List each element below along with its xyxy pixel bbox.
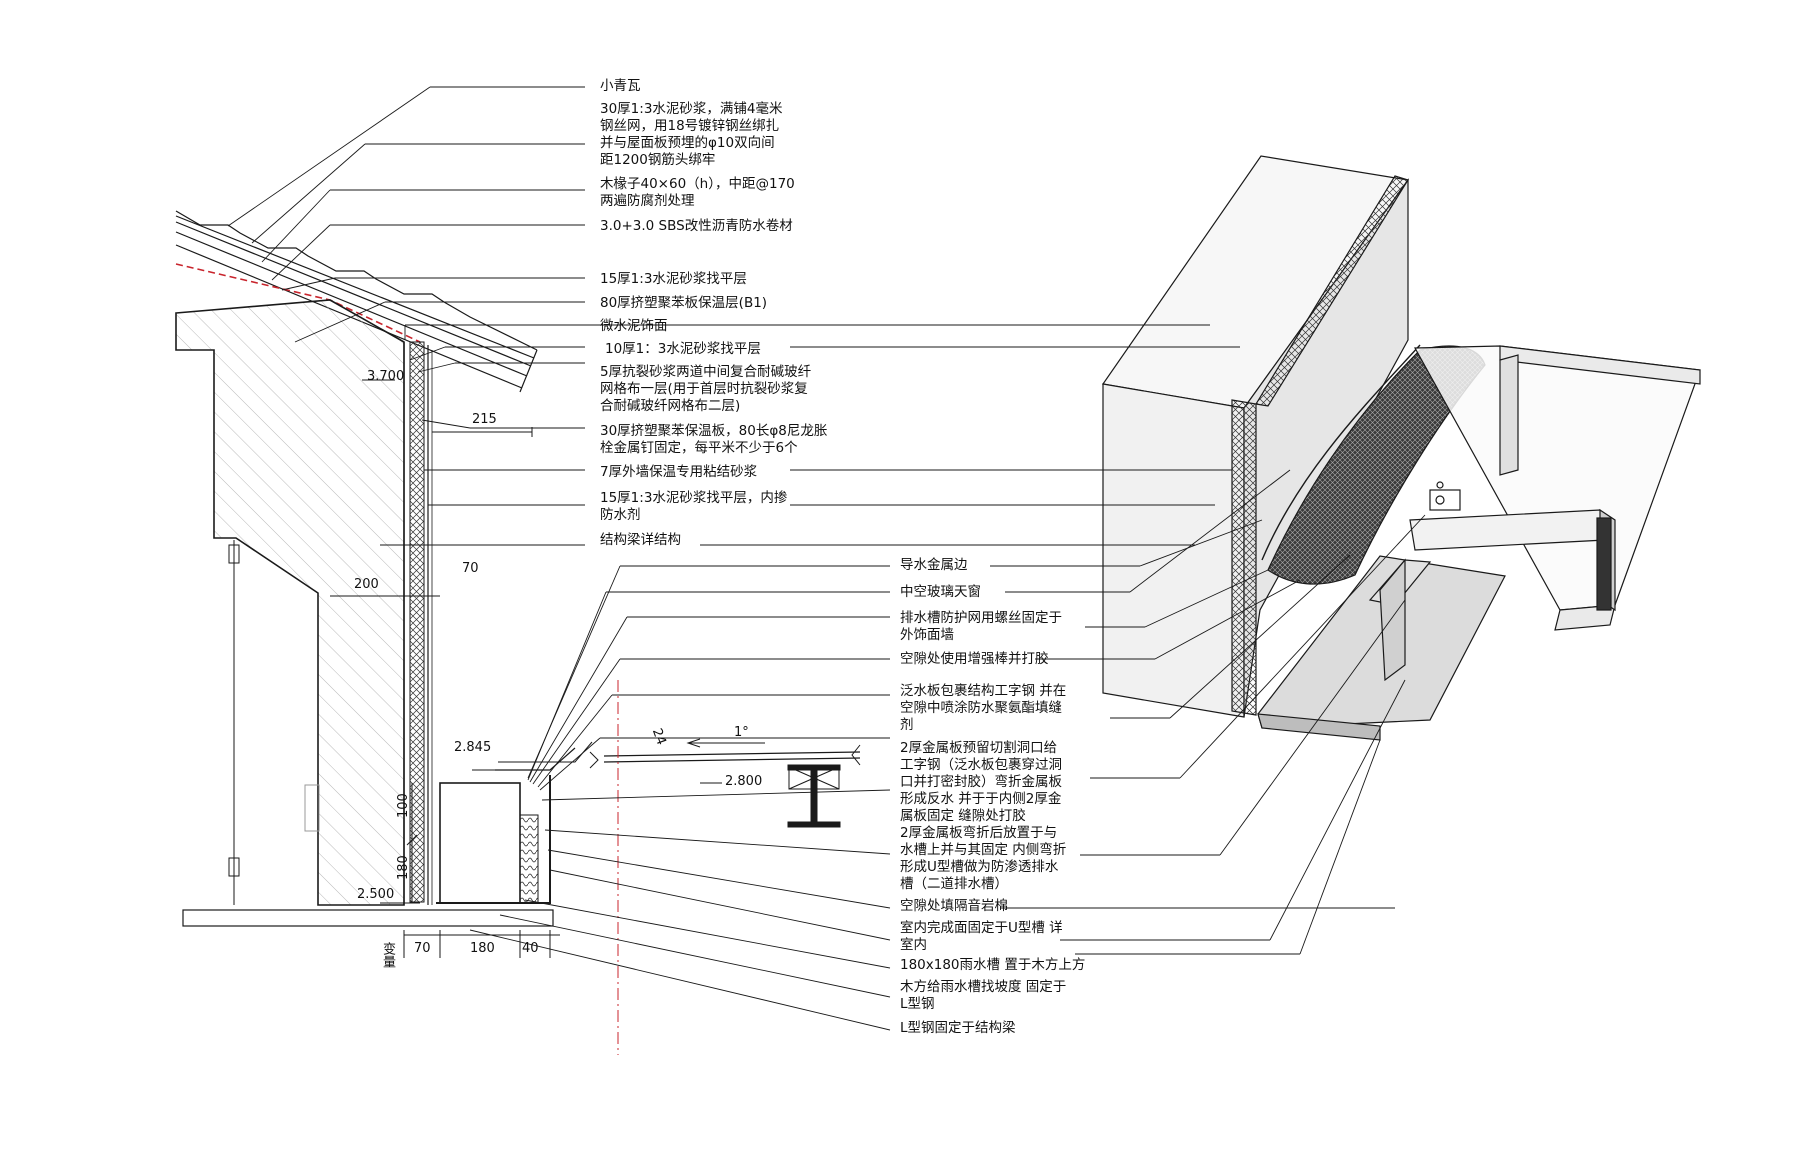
note-leveling-15: 15厚1:3水泥砂浆找平层: [600, 271, 747, 287]
note-micro-cement: 微水泥饰面: [600, 318, 668, 334]
note-cement-mortar-30: 30厚1:3水泥砂浆，满铺4毫米钢丝网，用18号镀锌钢丝绑扎并与屋面板预埋的φ1…: [600, 101, 783, 168]
slope-1-degree: 1°: [734, 725, 749, 740]
floor-slab: [182, 909, 554, 927]
note-insulated-skylight: 中空玻璃天窗: [900, 584, 981, 600]
elevation-2800: 2.800: [725, 774, 763, 789]
elevation-2500: 2.500: [357, 887, 395, 902]
note-gutter-guard: 排水槽防护网用螺丝固定于外饰面墙: [900, 610, 1062, 643]
i-beam-section: [787, 764, 841, 828]
dimension-100: 100: [396, 793, 411, 818]
bottom-variable: 变量: [380, 942, 395, 968]
note-waterproof-leveling: 15厚1:3水泥砂浆找平层，内掺防水剂: [600, 490, 788, 523]
dimension-70-upper: 70: [462, 561, 479, 576]
note-anti-crack-mortar: 5厚抗裂砂浆两道中间复合耐碱玻纤网格布一层(用于首层时抗裂砂浆复合耐碱玻纤网格布…: [600, 364, 812, 414]
iso-leader-lines-left: [555, 324, 1240, 546]
note-leveling-10: 10厚1：3水泥砂浆找平层: [605, 341, 761, 357]
elevation-3700: 3.700: [367, 369, 405, 384]
bottom-dimension-70: 70: [414, 941, 431, 956]
skylight-panel: [1413, 345, 1701, 611]
note-drip-edge: 导水金属边: [900, 557, 968, 573]
note-xps-board-30: 30厚挤塑聚苯保温板，80长φ8尼龙胀栓金属钉固定，每平米不少于6个: [600, 423, 828, 456]
note-xps-insulation-80: 80厚挤塑聚苯板保温层(B1): [600, 295, 768, 311]
note-rain-gutter: 180x180雨水槽 置于木方上方: [900, 957, 1086, 973]
right-leader-lines: [469, 565, 891, 1031]
section-drawing: [175, 210, 861, 1055]
note-l-steel: L型钢固定于结构梁: [900, 1020, 1016, 1036]
bottom-dimension-180: 180: [470, 941, 495, 956]
rain-gutter: [439, 782, 521, 904]
isometric-view: [1101, 155, 1701, 741]
note-small-tile: 小青瓦: [600, 78, 641, 94]
note-u-channel: 2厚金属板弯折后放置于与水槽上并与其固定 内侧弯折形成U型槽做为防渗透排水槽（二…: [900, 825, 1067, 892]
concrete-structure: [175, 299, 405, 906]
dimension-215: 215: [472, 412, 497, 427]
note-metal-plate-cutout: 2厚金属板预留切割洞口给工字钢（泛水板包裹穿过洞口并打密封胶）弯折金属板形成反水…: [900, 740, 1062, 824]
iso-leader-lines-right: [990, 469, 1426, 955]
wall-insulation: [409, 341, 425, 903]
left-leader-lines: [227, 86, 585, 546]
note-flashing-ibeam: 泛水板包裹结构工字钢 并在空隙中喷涂防水聚氨酯填缝剂: [900, 683, 1067, 733]
note-sbs-membrane: 3.0+3.0 SBS改性沥青防水卷材: [600, 218, 793, 234]
rock-wool: [519, 814, 539, 904]
note-interior-finish: 室内完成面固定于U型槽 详室内: [900, 920, 1063, 953]
note-structural-beam: 结构梁详结构: [600, 532, 681, 548]
dimension-200: 200: [354, 577, 379, 592]
elevation-2845: 2.845: [454, 740, 492, 755]
note-bonding-mortar: 7厚外墙保温专用粘结砂浆: [600, 464, 758, 480]
bottom-dimension-40: 40: [522, 941, 539, 956]
note-backer-rod: 空隙处使用增强棒并打胶: [900, 651, 1049, 667]
note-rock-wool: 空隙处填隔音岩棉: [900, 898, 1008, 914]
dimension-180-vertical: 180: [396, 855, 411, 880]
